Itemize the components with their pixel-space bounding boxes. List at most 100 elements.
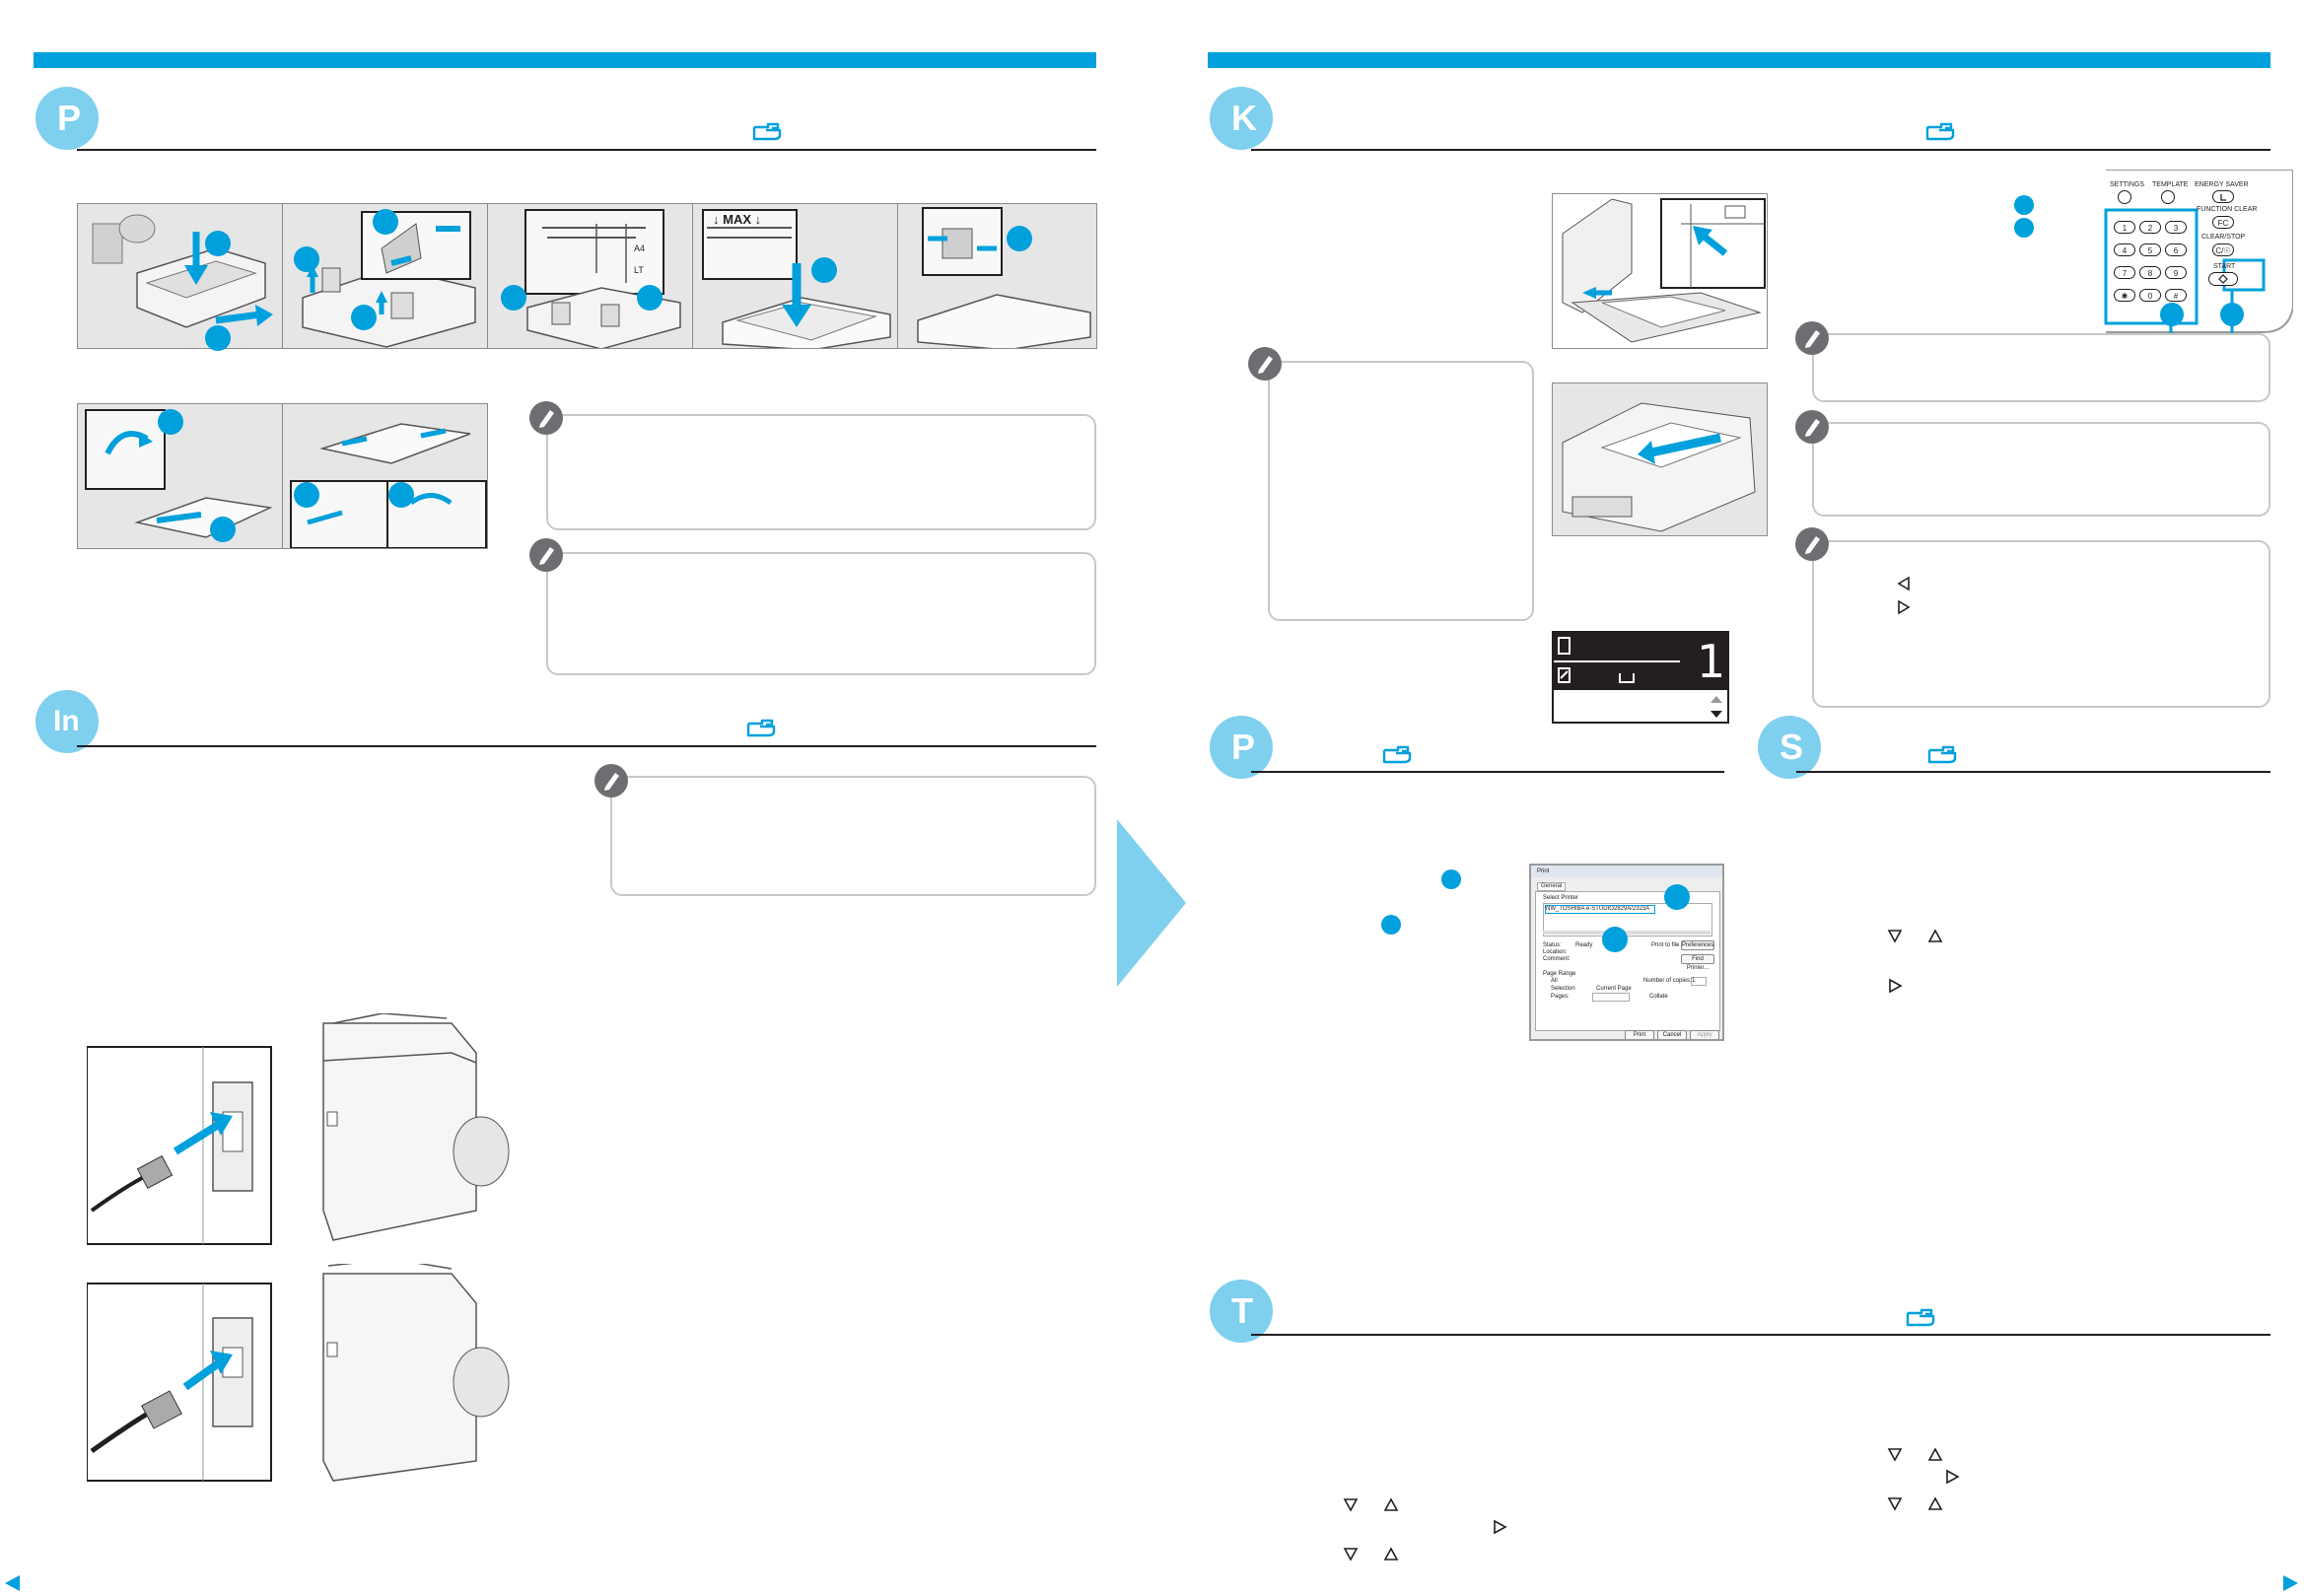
clear-stop-label: CLEAR/STOP	[2201, 234, 2246, 241]
section-rule	[1796, 771, 2270, 773]
section-rule	[1251, 1334, 2270, 1336]
tray-size-label-a4: A4	[634, 243, 646, 253]
tray-size-label-lt: LT	[634, 265, 644, 275]
left-arrow-key-icon	[1897, 576, 1910, 591]
section-badge-print: P	[1210, 716, 1273, 779]
clear-stop-button[interactable]: C/☉	[2212, 243, 2234, 256]
lcd-scroll-down-icon	[1711, 711, 1722, 718]
pages-input[interactable]	[1592, 993, 1630, 1002]
printer-name-selected[interactable]: NW_TOSHIBA e-STUDIO2829A/2323A	[1545, 905, 1655, 914]
key-star[interactable]: ✱	[2114, 289, 2135, 302]
callout-marker	[1441, 869, 1461, 889]
key-3[interactable]: 3	[2165, 221, 2187, 234]
section-rule	[1251, 771, 1724, 773]
key-6[interactable]: 6	[2165, 243, 2187, 256]
find-printer-button[interactable]: Find Printer...	[1681, 954, 1714, 971]
key-8[interactable]: 8	[2139, 266, 2161, 279]
key-0[interactable]: 0	[2139, 289, 2161, 302]
callout-marker	[2160, 303, 2184, 326]
collate-checkbox[interactable]: Collate	[1649, 994, 1668, 1000]
key-4[interactable]: 4	[2114, 243, 2135, 256]
section-rule	[77, 149, 1096, 151]
next-page-arrow-icon[interactable]	[2281, 1573, 2301, 1593]
all-radio[interactable]: All	[1551, 978, 1558, 984]
template-button[interactable]	[2161, 190, 2175, 204]
callout-marker	[1007, 226, 1032, 251]
callout-marker	[205, 231, 231, 256]
comment-label: Comment:	[1543, 956, 1571, 962]
page-turn-arrow-icon	[1117, 819, 1186, 987]
settings-button[interactable]	[2118, 190, 2131, 204]
callout-marker	[294, 246, 319, 272]
note-pencil-icon	[529, 401, 563, 435]
current-page-radio[interactable]: Current Page	[1596, 986, 1632, 992]
key-hash[interactable]: #	[2165, 289, 2187, 302]
callout-marker	[2014, 195, 2034, 215]
selection-radio[interactable]: Selection	[1551, 986, 1575, 992]
print-button[interactable]: Print	[1625, 1030, 1654, 1039]
location-label: Location:	[1543, 949, 1568, 955]
down-arrow-key-icon	[1343, 1548, 1359, 1561]
figure-original-in-adf	[1552, 382, 1768, 536]
figure-original-on-glass	[1552, 193, 1768, 349]
up-arrow-key-icon	[1927, 1496, 1943, 1510]
start-label: START	[2213, 263, 2236, 270]
reference-hand-icon	[1925, 122, 1955, 141]
lcd-copy-count: 1	[1697, 635, 1726, 688]
key-9[interactable]: 9	[2165, 266, 2187, 279]
previous-page-arrow-icon[interactable]	[2, 1573, 22, 1593]
energy-saver-button[interactable]	[2212, 190, 2234, 203]
key-7[interactable]: 7	[2114, 266, 2135, 279]
key-5[interactable]: 5	[2139, 243, 2161, 256]
note-pencil-icon	[1248, 347, 1282, 381]
lcd-scroll-up-icon	[1711, 696, 1722, 703]
callout-marker	[351, 305, 377, 330]
callout-marker	[2220, 303, 2244, 326]
function-clear-button[interactable]: FC	[2212, 216, 2234, 229]
start-button[interactable]	[2208, 272, 2238, 286]
note-pencil-icon	[1795, 527, 1829, 561]
note-box	[1812, 422, 2270, 517]
note-pencil-icon	[594, 764, 628, 798]
section-rule	[1251, 149, 2270, 151]
callout-marker	[501, 285, 526, 311]
section-badge-scan: S	[1758, 716, 1821, 779]
section-badge-paper: P	[35, 87, 99, 150]
figure-lan-connection	[87, 1264, 510, 1482]
key-2[interactable]: 2	[2139, 221, 2161, 234]
callout-marker	[294, 482, 319, 508]
apply-button[interactable]: Apply	[1690, 1030, 1719, 1039]
right-arrow-key-icon	[1898, 599, 1911, 615]
header-bar-left	[34, 52, 1096, 68]
up-arrow-key-icon	[1927, 929, 1943, 942]
callout-marker	[210, 517, 236, 542]
note-box	[1812, 333, 2270, 402]
status-label: Status:	[1543, 942, 1562, 948]
reference-hand-icon	[1906, 1308, 1935, 1327]
tab-general[interactable]: General	[1537, 882, 1567, 891]
printer-list-scrollbar[interactable]	[1543, 931, 1711, 935]
preferences-button[interactable]: Preferences	[1681, 940, 1714, 950]
reference-hand-icon	[1927, 745, 1957, 764]
dialog-title: Print	[1537, 868, 1550, 874]
print-to-file-checkbox[interactable]: Print to file	[1651, 942, 1680, 948]
callout-marker	[811, 257, 837, 283]
note-box	[546, 414, 1096, 530]
header-bar-right	[1208, 52, 2270, 68]
energy-saver-label: ENERGY SAVER	[2195, 181, 2249, 188]
reference-hand-icon	[1382, 745, 1412, 764]
callout-marker	[388, 482, 414, 508]
copies-input[interactable]: 1	[1691, 977, 1707, 986]
callout-marker	[373, 209, 398, 235]
start-diamond-icon	[2218, 274, 2228, 284]
figure-tray-step-4: ↓ MAX ↓	[692, 203, 898, 349]
figure-usb-connection	[87, 1013, 510, 1245]
pages-radio[interactable]: Pages:	[1551, 994, 1570, 1000]
callout-marker	[1381, 915, 1401, 935]
lcd-display: 1	[1552, 631, 1729, 724]
section-badge-troubleshoot: T	[1210, 1280, 1273, 1343]
callout-marker	[1664, 884, 1690, 910]
key-1[interactable]: 1	[2114, 221, 2135, 234]
cancel-button[interactable]: Cancel	[1657, 1030, 1687, 1039]
note-pencil-icon	[1795, 321, 1829, 355]
